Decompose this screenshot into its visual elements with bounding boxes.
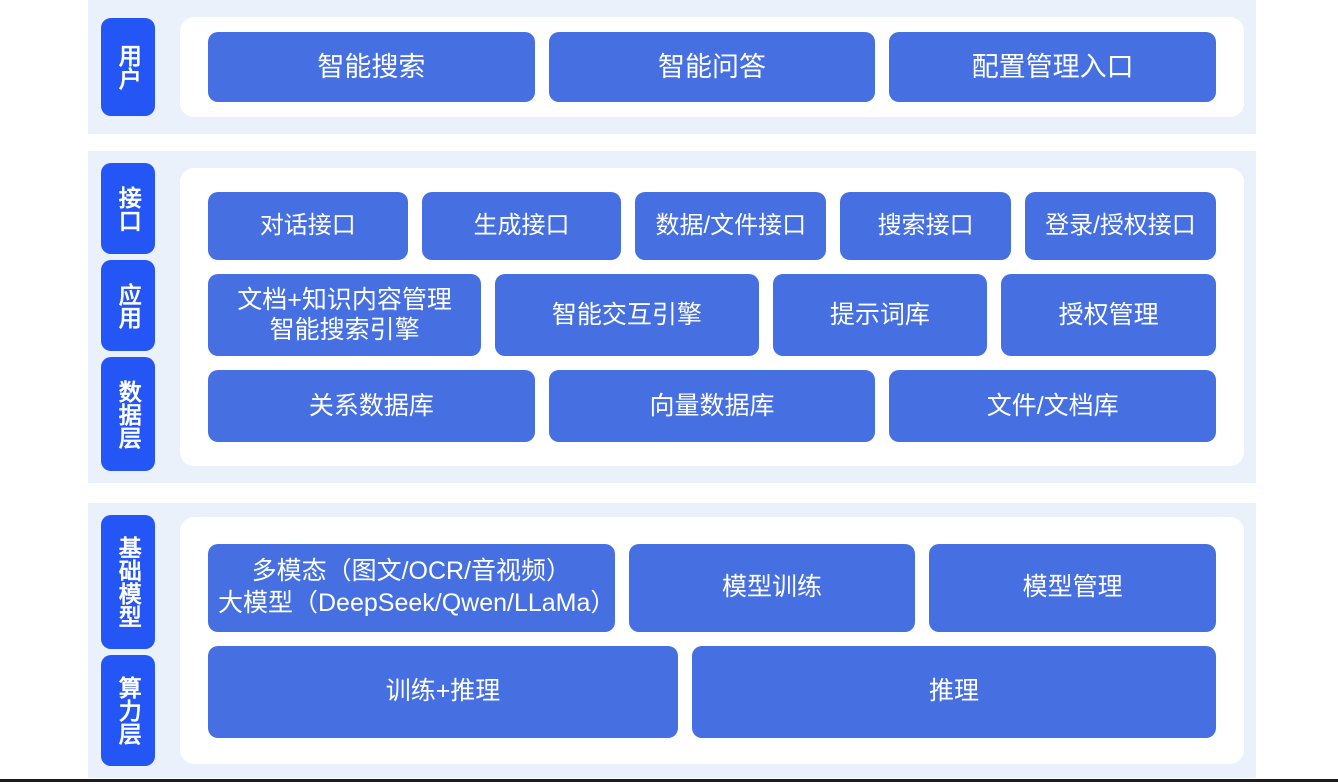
box-inference[interactable]: 推理 <box>692 645 1216 738</box>
box-search-api[interactable]: 搜索接口 <box>840 192 1011 260</box>
box-model-training[interactable]: 模型训练 <box>628 543 916 632</box>
box-authorization-management[interactable]: 授权管理 <box>1001 274 1216 356</box>
rail-infrastructure: 基础模型 算力层 <box>88 503 168 778</box>
box-login-auth-api[interactable]: 登录/授权接口 <box>1024 192 1216 260</box>
box-chat-api[interactable]: 对话接口 <box>208 192 408 260</box>
box-smart-qa[interactable]: 智能问答 <box>548 32 876 102</box>
row-models: 多模态（图文/OCR/音视频） 大模型（DeepSeek/Qwen/LLaMa）… <box>208 543 1217 632</box>
rail-tab-application[interactable]: 应用 <box>101 260 155 351</box>
rail-tab-user[interactable]: 用户 <box>101 18 155 116</box>
rail-tab-foundation-model[interactable]: 基础模型 <box>101 515 155 649</box>
box-interaction-engine[interactable]: 智能交互引擎 <box>495 274 759 356</box>
section-infrastructure: 基础模型 算力层 多模态（图文/OCR/音视频） 大模型（DeepSeek/Qw… <box>88 503 1256 778</box>
box-training-inference[interactable]: 训练+推理 <box>208 645 678 738</box>
box-model-management[interactable]: 模型管理 <box>929 543 1217 632</box>
box-relational-db[interactable]: 关系数据库 <box>208 370 535 442</box>
box-vector-db[interactable]: 向量数据库 <box>548 370 876 442</box>
rail-tab-data-layer[interactable]: 数据层 <box>101 357 155 471</box>
box-generation-api[interactable]: 生成接口 <box>421 192 622 260</box>
box-config-entry[interactable]: 配置管理入口 <box>889 32 1217 102</box>
row-compute: 训练+推理 推理 <box>208 645 1216 738</box>
panel-user: 智能搜索 智能问答 配置管理入口 <box>180 17 1244 117</box>
box-data-file-api[interactable]: 数据/文件接口 <box>635 192 827 260</box>
panel-application: 对话接口 生成接口 数据/文件接口 搜索接口 登录/授权接口 文档+知识内容管理… <box>180 168 1244 466</box>
row-application-modules: 文档+知识内容管理 智能搜索引擎 智能交互引擎 提示词库 授权管理 <box>208 274 1216 356</box>
bottom-divider <box>0 779 1338 782</box>
rail-tab-interface[interactable]: 接口 <box>101 163 155 254</box>
box-multimodal-llm[interactable]: 多模态（图文/OCR/音视频） 大模型（DeepSeek/Qwen/LLaMa） <box>208 543 615 632</box>
box-doc-knowledge-search[interactable]: 文档+知识内容管理 智能搜索引擎 <box>208 274 482 356</box>
panel-infrastructure: 多模态（图文/OCR/音视频） 大模型（DeepSeek/Qwen/LLaMa）… <box>180 517 1244 764</box>
box-prompt-library[interactable]: 提示词库 <box>772 274 988 356</box>
section-application: 接口 应用 数据层 对话接口 生成接口 数据/文件接口 搜索接口 登录/授权接口… <box>88 151 1256 483</box>
box-file-document-store[interactable]: 文件/文档库 <box>889 370 1217 442</box>
row-interfaces: 对话接口 生成接口 数据/文件接口 搜索接口 登录/授权接口 <box>208 192 1216 260</box>
rail-application: 接口 应用 数据层 <box>88 151 168 483</box>
row-data-stores: 关系数据库 向量数据库 文件/文档库 <box>208 370 1217 442</box>
section-user: 用户 智能搜索 智能问答 配置管理入口 <box>88 0 1256 134</box>
row-user-entries: 智能搜索 智能问答 配置管理入口 <box>208 32 1217 102</box>
rail-user: 用户 <box>88 0 168 134</box>
box-smart-search[interactable]: 智能搜索 <box>208 32 535 102</box>
rail-tab-compute-layer[interactable]: 算力层 <box>101 655 155 766</box>
